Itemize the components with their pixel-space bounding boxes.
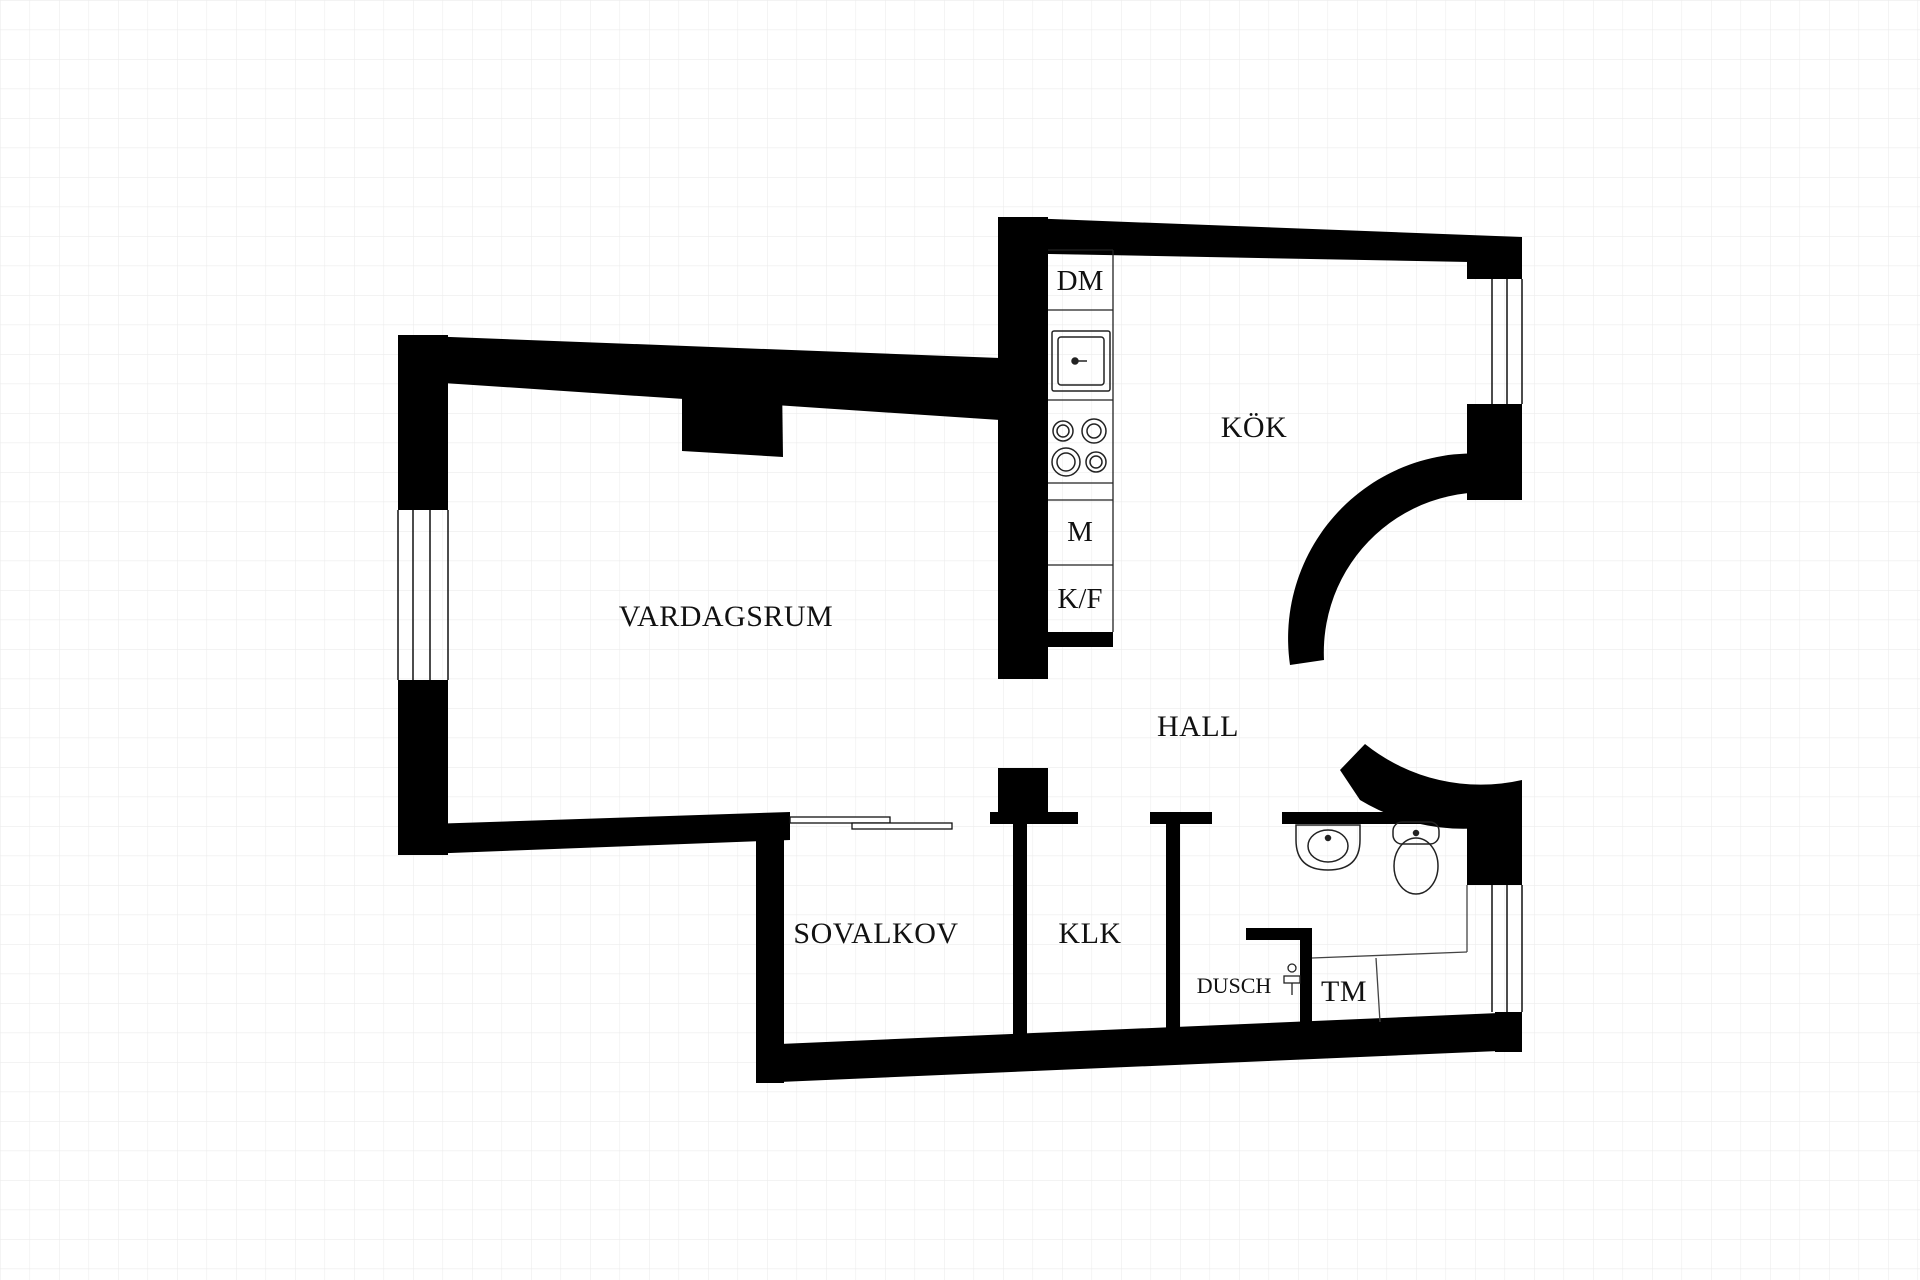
window-kitchen-right: [1491, 279, 1523, 404]
wall-partition-klk-bath: [1166, 823, 1180, 1033]
kitchen-cabinets: [1048, 249, 1114, 632]
walls: [398, 217, 1522, 1083]
room-labels: KÖK VARDAGSRUM HALL SOVALKOV KLK DUSCH T…: [619, 411, 1367, 1008]
wall-hall-segment-a: [990, 812, 1078, 824]
label-dm: DM: [1057, 265, 1104, 297]
window-living-left: [397, 510, 449, 680]
stove-icon: [1051, 418, 1107, 477]
label-klk: KLK: [1058, 917, 1121, 950]
chimney: [682, 380, 783, 457]
wall-right-bottom: [1495, 1012, 1522, 1052]
washbasin-icon: [1295, 824, 1361, 871]
window-bath-right: [1491, 885, 1523, 1012]
label-sovalkov: SOVALKOV: [793, 917, 958, 950]
wall-living-top: [398, 335, 1000, 420]
bath-zones: [1311, 885, 1468, 1023]
wall-shower-top: [1246, 928, 1311, 940]
label-tm: TM: [1321, 975, 1367, 1008]
wall-living-bottom: [398, 812, 790, 855]
fixture-labels: DM M K/F: [1057, 265, 1104, 615]
wall-living-left-upper: [398, 335, 448, 510]
wall-kitchen-top: [998, 217, 1522, 263]
label-m: M: [1067, 516, 1093, 548]
label-kf: K/F: [1057, 583, 1102, 615]
wall-sovalkov-left: [756, 825, 784, 1083]
kitchen-counter-end: [1048, 632, 1113, 647]
wall-kitchen-left: [998, 217, 1048, 679]
wall-shower-side: [1300, 928, 1312, 1028]
wall-curved: [1288, 453, 1522, 665]
wall-curved-bottom: [1340, 744, 1522, 829]
label-dusch: DUSCH: [1197, 973, 1272, 998]
wall-bottom: [756, 1012, 1522, 1083]
wall-right-upper: [1467, 237, 1522, 279]
toilet-icon: [1392, 821, 1440, 895]
sliding-door: [789, 816, 953, 830]
wall-partition-sovalkov-klk: [1013, 823, 1027, 1038]
windows: [397, 279, 1523, 1012]
wall-hall-segment-b: [1150, 812, 1212, 824]
label-vardagsrum: VARDAGSRUM: [619, 600, 834, 633]
wall-hall-segment-c: [1282, 812, 1522, 824]
shower-tap-icon: [1283, 963, 1301, 995]
label-hall: HALL: [1157, 710, 1239, 743]
label-kok: KÖK: [1221, 411, 1288, 444]
wall-hall-stub: [998, 768, 1048, 813]
kitchen-sink-icon: [1051, 330, 1111, 392]
